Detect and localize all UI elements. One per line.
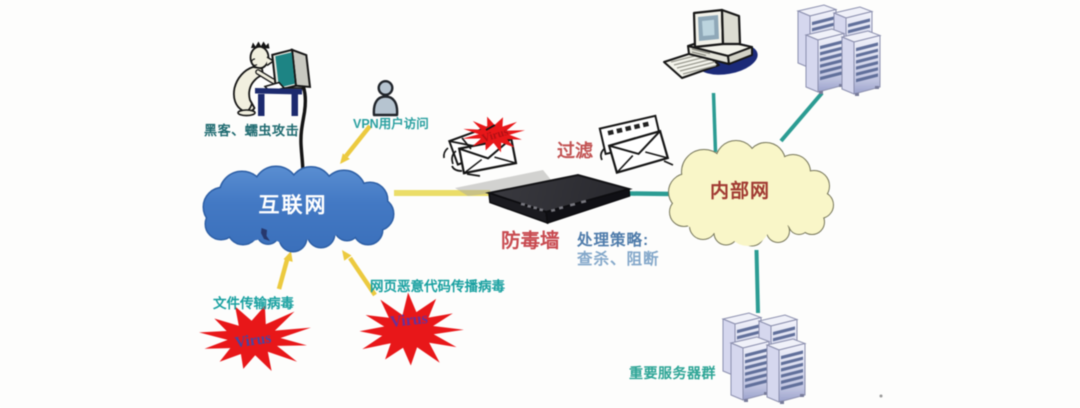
svg-text:网页恶意代码传播病毒: 网页恶意代码传播病毒 [370,278,505,294]
svg-text:Virus: Virus [234,330,272,352]
svg-text:互联网: 互联网 [259,194,328,217]
svg-text:黑客、蠕虫攻击: 黑客、蠕虫攻击 [204,123,299,138]
svg-text:过滤: 过滤 [557,140,593,161]
svg-text:VPN用户访问: VPN用户访问 [353,116,429,131]
svg-text:防毒墙: 防毒墙 [501,229,560,252]
svg-text:文件传输病毒: 文件传输病毒 [213,295,294,311]
svg-text:重要服务器群: 重要服务器群 [629,365,716,381]
svg-text:内部网: 内部网 [710,179,770,202]
svg-text:Virus: Virus [389,310,428,331]
svg-text:查杀、阻断: 查杀、阻断 [577,249,660,268]
svg-text:处理策略:: 处理策略: [576,230,649,249]
